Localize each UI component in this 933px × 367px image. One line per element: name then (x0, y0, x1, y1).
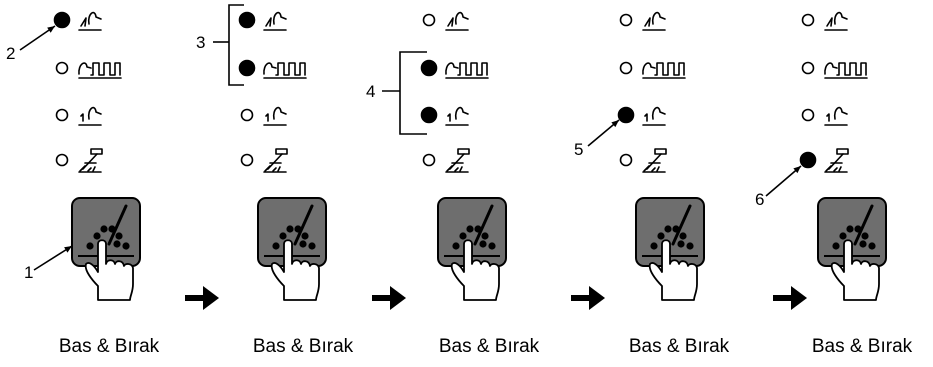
spot-weld-icon (824, 148, 849, 173)
indicator-led-on (420, 59, 438, 77)
spot-weld-icon (642, 148, 667, 173)
pressing-hand-icon (270, 239, 320, 301)
pulse-trigger-icon (78, 62, 122, 79)
indicator-led-off (619, 61, 633, 75)
1t-trigger-icon (263, 106, 287, 126)
indicator-led-off (55, 61, 69, 75)
callout-1-leader (33, 245, 73, 271)
step-2 (238, 11, 327, 301)
pulse-trigger-icon (263, 62, 307, 79)
step-4 (617, 11, 705, 301)
2t-trigger-icon (824, 11, 848, 31)
indicator-led-off (619, 153, 633, 167)
callout-3: 3 (196, 33, 206, 52)
caption-step-1: Bas & Bırak (58, 336, 160, 357)
callout-2-leader (19, 25, 56, 51)
indicator-led-off (55, 153, 69, 167)
indicator-led-on (238, 11, 256, 29)
indicator-led-off (801, 61, 815, 75)
2t-trigger-icon (445, 11, 469, 31)
callout-6-leader (765, 165, 802, 197)
caption-step-3: Bas & Bırak (438, 336, 540, 357)
caption-step-5: Bas & Bırak (811, 336, 913, 357)
spot-weld-icon (445, 148, 470, 173)
callout-5: 5 (574, 140, 584, 159)
pulse-trigger-icon (445, 62, 489, 79)
bracket-4 (382, 51, 427, 135)
indicator-led-off (422, 13, 436, 27)
pressing-hand-icon (84, 239, 134, 301)
indicator-led-on (799, 151, 817, 169)
spot-weld-icon (263, 148, 288, 173)
caption-step-4: Bas & Bırak (628, 336, 730, 357)
2t-trigger-icon (78, 11, 102, 31)
bracket-3 (213, 4, 244, 86)
1t-trigger-icon (824, 106, 848, 126)
callout-5-leader (587, 119, 620, 147)
pulse-trigger-icon (642, 62, 686, 79)
1t-trigger-icon (642, 106, 666, 126)
next-step-arrow-icon (372, 286, 406, 310)
step-5 (799, 11, 887, 301)
indicator-led-on (53, 11, 71, 29)
pressing-hand-icon (830, 239, 880, 301)
step-1 (53, 11, 141, 301)
indicator-led-off (619, 13, 633, 27)
indicator-led-off (422, 153, 436, 167)
callout-4: 4 (366, 82, 376, 101)
caption-step-2: Bas & Bırak (252, 336, 354, 357)
pressing-hand-icon (450, 239, 500, 301)
spot-weld-icon (78, 148, 103, 173)
indicator-led-on (617, 106, 635, 124)
1t-trigger-icon (78, 106, 102, 126)
next-step-arrow-icon (773, 286, 807, 310)
indicator-led-off (801, 13, 815, 27)
indicator-led-off (240, 153, 254, 167)
2t-trigger-icon (642, 11, 666, 31)
1t-trigger-icon (445, 106, 469, 126)
callout-2: 2 (6, 44, 16, 63)
next-step-arrow-icon (185, 286, 219, 310)
step-3 (420, 11, 507, 301)
pressing-hand-icon (648, 239, 698, 301)
2t-trigger-icon (263, 11, 287, 31)
callout-6: 6 (755, 190, 765, 209)
next-step-arrow-icon (571, 286, 605, 310)
indicator-led-on (420, 106, 438, 124)
indicator-led-off (801, 108, 815, 122)
indicator-led-off (240, 108, 254, 122)
indicator-led-off (55, 108, 69, 122)
pulse-trigger-icon (824, 62, 868, 79)
indicator-led-on (238, 59, 256, 77)
callout-1: 1 (24, 263, 34, 282)
